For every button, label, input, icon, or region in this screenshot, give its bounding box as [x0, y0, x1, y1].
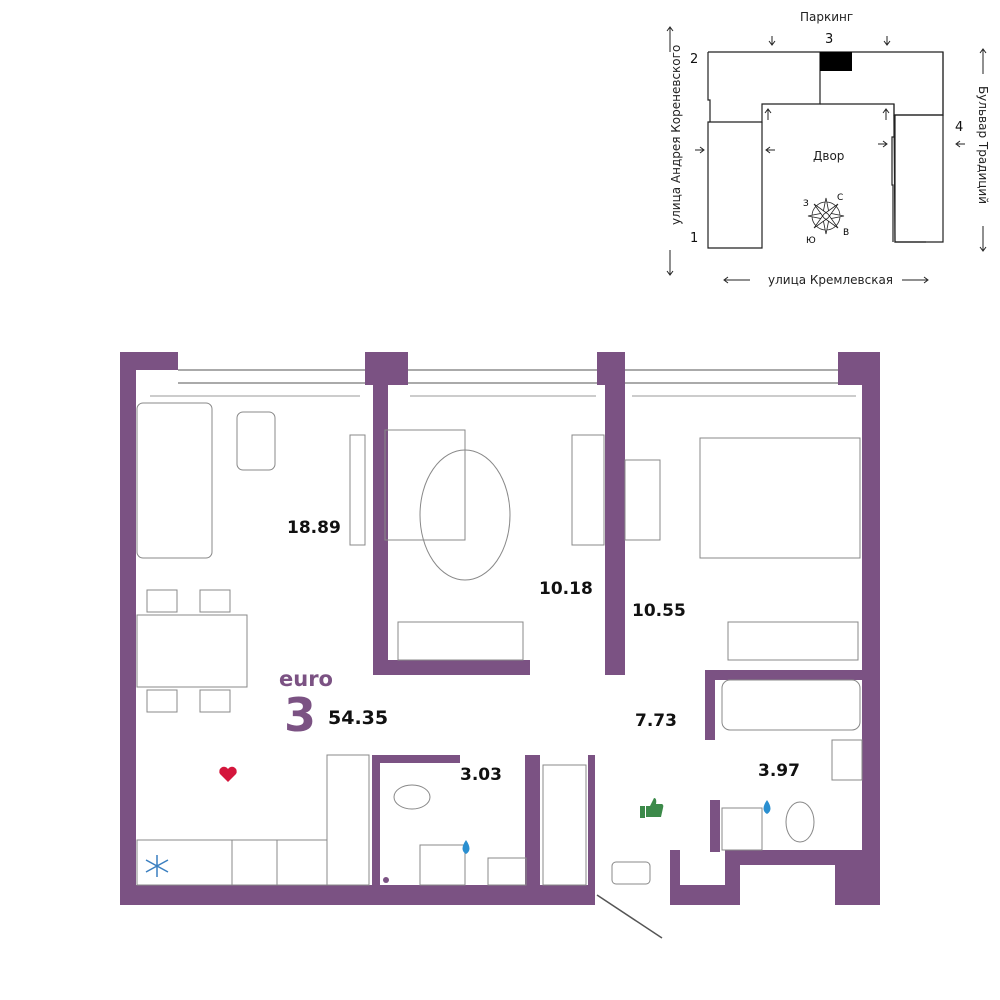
- wc-sink: [487, 857, 527, 886]
- hall-wardrobe: [542, 764, 587, 886]
- bed: [384, 429, 466, 541]
- desk: [571, 434, 605, 546]
- compass-w: З: [803, 199, 809, 209]
- sofa: [136, 402, 213, 559]
- tv-stand: [349, 434, 366, 546]
- current-section-highlight: [820, 52, 852, 71]
- compass-s: Ю: [806, 236, 816, 246]
- kitchen-counter-side: [326, 754, 370, 886]
- bathroom-area: 3.97: [758, 761, 800, 781]
- bedroom-1-area: 10.18: [539, 579, 593, 599]
- windows: [150, 369, 856, 397]
- doormat: [611, 861, 651, 885]
- parking-label: Паркинг: [800, 10, 854, 24]
- street-bottom-label: улица Кремлевская: [768, 273, 894, 287]
- wc-toilet: [393, 784, 431, 810]
- apartment-type-label: euro: [279, 667, 333, 691]
- walls: [120, 352, 880, 905]
- heart-icon: [219, 766, 237, 782]
- site-arrows: [666, 26, 987, 284]
- hall-area: 7.73: [635, 711, 677, 731]
- rug: [419, 449, 511, 581]
- washing-machine: [721, 807, 763, 851]
- compass-n: С: [837, 193, 844, 203]
- total-area: 54.35: [328, 707, 389, 729]
- section-number-3: 3: [825, 32, 834, 47]
- wc-washer: [419, 844, 466, 886]
- living-area: 18.89: [287, 518, 341, 538]
- bed-2: [699, 437, 861, 559]
- riser-dot: [851, 877, 857, 883]
- wardrobe-2: [727, 621, 859, 661]
- section-number-1: 1: [690, 231, 699, 246]
- stove: [231, 839, 278, 886]
- dresser: [624, 459, 661, 541]
- thumbs-up-icon: [640, 798, 664, 818]
- water-drop-icon: [462, 800, 771, 854]
- bathtub: [721, 679, 861, 731]
- riser-dot: [383, 877, 389, 883]
- compass-icon: [807, 197, 845, 235]
- section-number-2: 2: [690, 52, 699, 67]
- compass-e: В: [843, 228, 850, 238]
- room-count: 3: [284, 688, 317, 742]
- site-buildings: [707, 51, 944, 249]
- courtyard-label: Двор: [813, 149, 845, 163]
- snowflake-icon: [145, 855, 169, 877]
- toilet: [785, 801, 815, 843]
- entrance-door: [596, 894, 663, 939]
- bedroom-2-area: 10.55: [632, 601, 686, 621]
- sink: [831, 739, 863, 781]
- coffee-table: [236, 411, 276, 471]
- section-number-4: 4: [955, 120, 964, 135]
- wc-area: 3.03: [460, 765, 502, 785]
- wardrobe-1: [397, 621, 524, 661]
- furniture: [136, 402, 863, 886]
- dining-table: [136, 614, 248, 688]
